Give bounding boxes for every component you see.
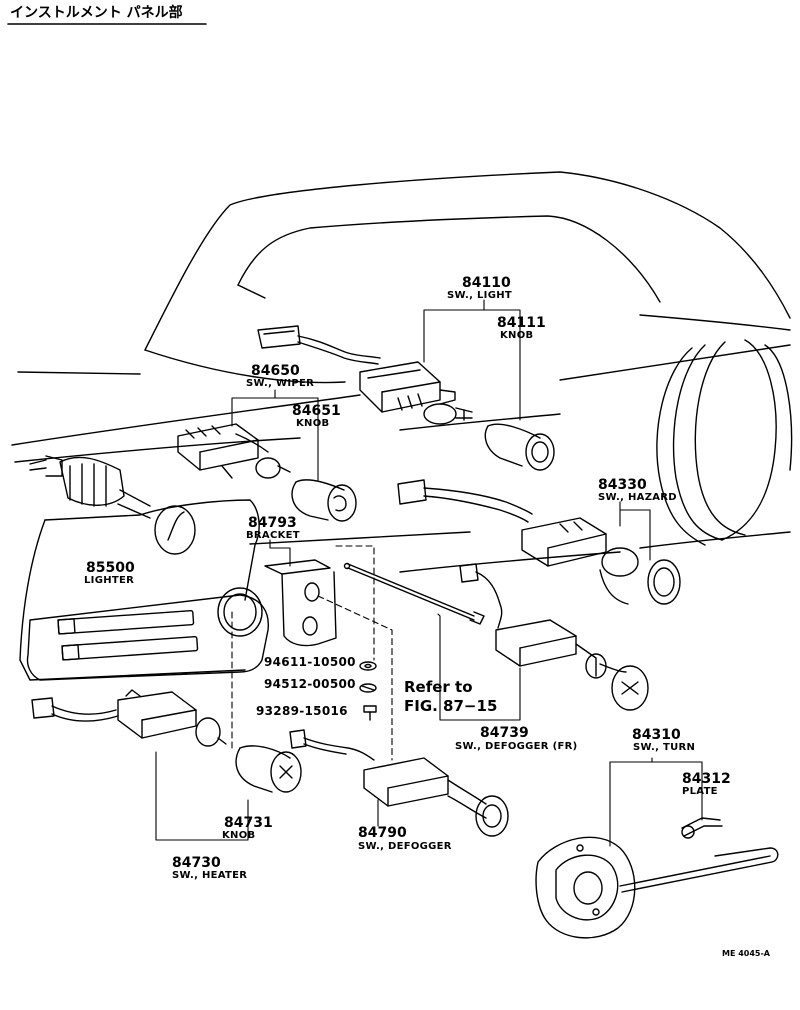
part-name-turn: SW., TURN bbox=[633, 742, 696, 753]
part-number-turn: 84310 bbox=[632, 727, 681, 743]
fasteners-drawing bbox=[359, 661, 377, 721]
part-name-light: SW., LIGHT bbox=[447, 290, 512, 301]
part-number-heater-knob: 84731 bbox=[224, 815, 273, 831]
fastener-label: 93289-15016 bbox=[256, 704, 348, 718]
part-name-heater-knob: KNOB bbox=[222, 830, 256, 841]
light-switch-drawing bbox=[257, 325, 473, 425]
defogger-fr-drawing bbox=[343, 562, 649, 711]
part-number-defogger-fr: 84739 bbox=[480, 725, 529, 741]
fastener-label: 94611-10500 bbox=[264, 655, 356, 669]
part-number-light-knob: 84111 bbox=[497, 315, 546, 331]
heater-switch-drawing bbox=[31, 689, 227, 747]
part-name-defogger-fr: SW., DEFOGGER (FR) bbox=[455, 741, 578, 752]
hazard-switch-drawing bbox=[397, 479, 681, 605]
part-number-wiper: 84650 bbox=[251, 363, 300, 379]
part-number-light: 84110 bbox=[462, 275, 511, 291]
bracket-drawing bbox=[264, 559, 337, 647]
part-number-bracket: 84793 bbox=[248, 515, 297, 531]
part-number-hazard: 84330 bbox=[598, 477, 647, 493]
part-name-light-knob: KNOB bbox=[500, 330, 534, 341]
defogger-switch-drawing bbox=[289, 729, 509, 837]
part-name-wiper: SW., WIPER bbox=[246, 378, 315, 389]
part-name-defogger: SW., DEFOGGER bbox=[358, 841, 452, 852]
header-title: インストルメント パネル部 bbox=[10, 5, 183, 21]
part-name-bracket: BRACKET bbox=[246, 530, 300, 541]
heater-knob-drawing bbox=[235, 745, 302, 793]
part-number-defogger: 84790 bbox=[358, 825, 407, 841]
part-name-wiper-knob: KNOB bbox=[296, 418, 330, 429]
dashboard-outline bbox=[11, 171, 793, 681]
turn-switch-drawing bbox=[535, 817, 779, 939]
part-number-lighter: 85500 bbox=[86, 560, 135, 576]
part-name-lighter: LIGHTER bbox=[84, 575, 135, 586]
wiper-knob-drawing bbox=[291, 479, 357, 522]
lighter-drawing bbox=[29, 455, 196, 555]
dashed-lines bbox=[231, 545, 393, 761]
part-number-wiper-knob: 84651 bbox=[292, 403, 341, 419]
fastener-label: 94512-00500 bbox=[264, 677, 356, 691]
part-number-heater: 84730 bbox=[172, 855, 221, 871]
figure-code: ME 4045-A bbox=[722, 949, 770, 958]
light-knob-drawing bbox=[484, 423, 555, 471]
part-number-plate: 84312 bbox=[682, 771, 731, 787]
reference-line-2: FIG. 87−15 bbox=[404, 697, 498, 715]
part-name-plate: PLATE bbox=[682, 786, 718, 797]
reference-line-1: Refer to bbox=[404, 678, 473, 696]
leader-lines bbox=[155, 299, 703, 847]
part-name-hazard: SW., HAZARD bbox=[598, 492, 677, 503]
part-name-heater: SW., HEATER bbox=[172, 870, 248, 881]
wiper-switch-drawing bbox=[177, 423, 291, 479]
